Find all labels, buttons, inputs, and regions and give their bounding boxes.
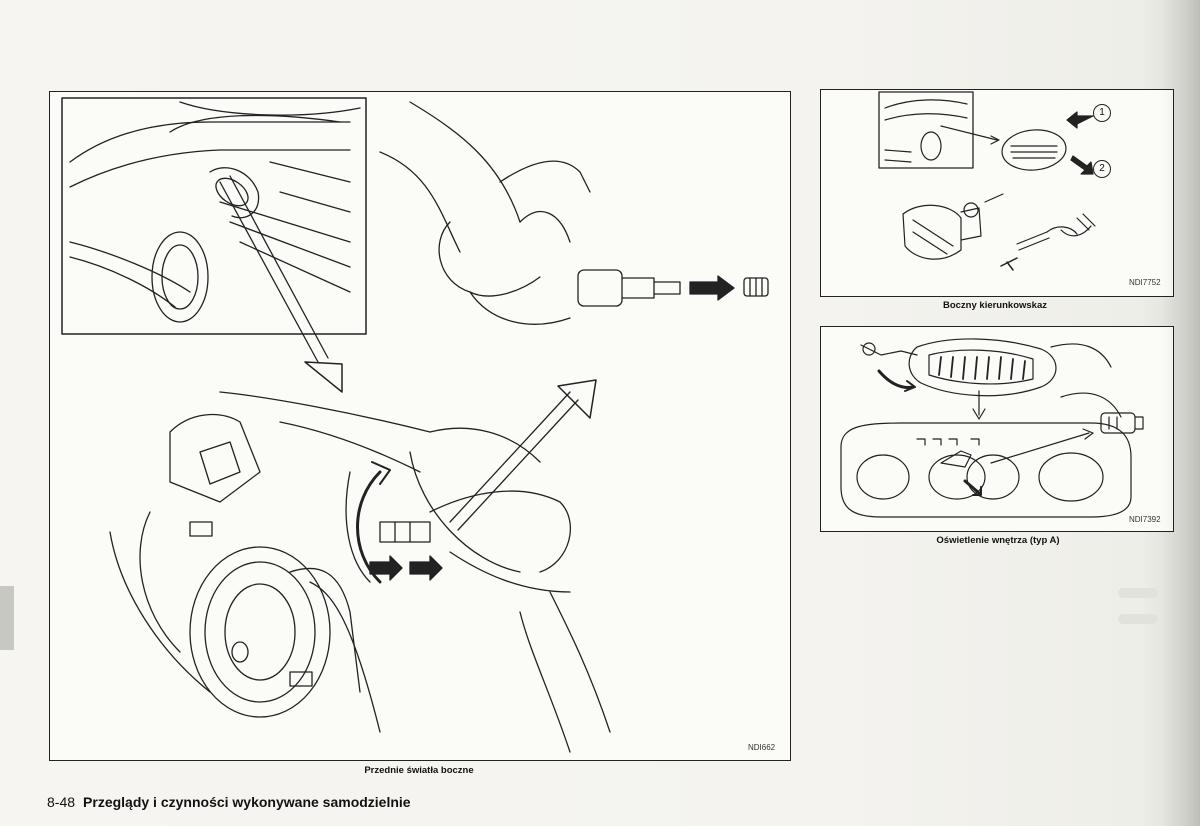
figure-caption: Boczny kierunkowskaz <box>942 300 1047 311</box>
chapter-edge-tab <box>0 586 14 650</box>
figure-code: NDI662 <box>748 743 776 752</box>
figure-side-indicator: 1 2 NDI7752 <box>820 89 1174 297</box>
page-footer: 8-48 Przeglądy i czynności wykonywane sam… <box>47 794 411 810</box>
front-side-light-illustration <box>61 97 769 753</box>
interior-light-illustration <box>840 338 1144 518</box>
show-through-mark <box>1118 614 1158 624</box>
figure-interior-light: NDI7392 <box>820 326 1174 532</box>
figure-caption: Przednie światła boczne <box>364 765 474 776</box>
show-through-mark <box>1118 588 1158 598</box>
side-indicator-illustration <box>878 91 1096 271</box>
binding-shadow <box>1160 0 1200 826</box>
callout-1: 1 <box>1093 104 1111 122</box>
page-number: 8-48 <box>47 794 76 810</box>
figure-caption: Oświetlenie wnętrza (typ A) <box>936 535 1060 546</box>
callout-2: 2 <box>1093 160 1111 178</box>
section-title: Przeglądy i czynności wykonywane samodzi… <box>83 794 411 810</box>
figure-code: NDI7392 <box>1129 515 1161 524</box>
figure-code: NDI7752 <box>1129 278 1161 287</box>
main-figure-front-side-lights: NDI662 <box>49 91 791 761</box>
